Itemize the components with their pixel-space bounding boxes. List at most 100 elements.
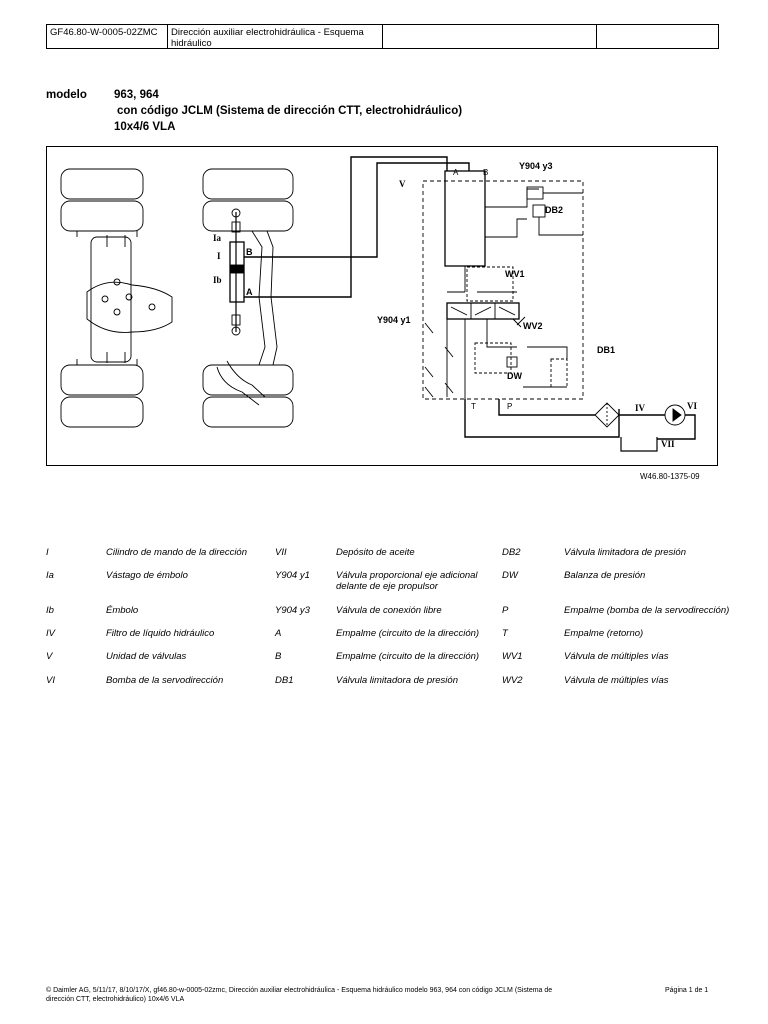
legend-value: Válvula proporcional eje adicional delan… (336, 570, 478, 592)
axle-beam (251, 230, 266, 366)
legend-value: Émbolo (106, 605, 139, 616)
label-T: T (471, 402, 476, 411)
model-line-1: 963, 964 (114, 89, 159, 101)
differential-housing (86, 281, 173, 333)
label-DB1: DB1 (597, 345, 615, 355)
legend-key: Ia (46, 570, 54, 581)
wv1-box (466, 266, 514, 302)
line-B (244, 162, 470, 258)
legend-value: Válvula de conexión libre (336, 605, 442, 616)
legend-key: WV2 (502, 675, 523, 686)
label-A-left: A (246, 287, 253, 297)
line-T (464, 399, 620, 438)
label-I: I (217, 251, 221, 261)
legend-value: Empalme (retorno) (564, 628, 644, 639)
legend-value: Válvula de múltiples vías (564, 651, 669, 662)
legend-value: Vástago de émbolo (106, 570, 188, 581)
tyre-right-1 (202, 168, 294, 200)
label-VI: VI (687, 401, 697, 411)
legend-key: A (275, 628, 282, 639)
legend-value: Válvula limitadora de presión (336, 675, 458, 686)
hydraulic-schematic: Ia I Ib B A V A B Y904 y3 DB2 WV1 Y904 y… (60, 156, 697, 452)
piston (229, 264, 245, 274)
legend-row: Ib Émbolo Y904 y3 Válvula de conexión li… (46, 605, 729, 629)
legend-value: Empalme (circuito de la dirección) (336, 651, 480, 662)
figure-id: W46.80-1375-09 (640, 472, 700, 481)
label-V: V (399, 179, 406, 189)
header-cell-4 (597, 25, 718, 48)
legend-value: Empalme (bomba de la servodirección) (564, 605, 730, 616)
legend-key: Y904 y3 (275, 605, 310, 616)
label-B-top: B (483, 168, 488, 177)
legend-value: Balanza de presión (564, 570, 646, 581)
valve-block (444, 170, 486, 267)
tyre-left-2 (60, 200, 144, 232)
label-P: P (507, 402, 512, 411)
legend-key: VII (275, 547, 287, 558)
dw-box (474, 342, 512, 374)
valve-y904y1 (446, 302, 520, 320)
legend-key: DW (502, 570, 518, 581)
line-A (244, 156, 448, 298)
legend-key: V (46, 651, 53, 662)
rod-eye-top (231, 208, 241, 218)
legend-row: VI Bomba de la servodirección DB1 Válvul… (46, 675, 726, 699)
label-WV1: WV1 (505, 269, 525, 279)
label-DB2: DB2 (545, 205, 563, 215)
label-DW: DW (507, 371, 522, 381)
label-Ia: Ia (213, 233, 222, 243)
doc-code: GF46.80-W-0005-02ZMC (47, 25, 168, 48)
label-Ib: Ib (213, 275, 222, 285)
legend-row: I Cilindro de mando de la dirección VII … (46, 547, 726, 571)
legend-key: WV1 (502, 651, 523, 662)
model-line-3: 10x4/6 VLA (114, 121, 176, 133)
legend-value: Válvula limitadora de presión (564, 547, 686, 558)
legend-key: DB2 (502, 547, 521, 558)
legend-value: Depósito de aceite (336, 547, 415, 558)
hydraulic-diagram: Ia I Ib B A V A B Y904 y3 DB2 WV1 Y904 y… (46, 146, 718, 466)
legend-key: DB1 (275, 675, 294, 686)
legend-key: P (502, 605, 509, 616)
legend-row: V Unidad de válvulas B Empalme (circuito… (46, 651, 726, 675)
doc-title: Dirección auxiliar electrohidráulica - E… (168, 25, 383, 48)
tyre-left-4 (60, 396, 144, 428)
model-label: modelo (46, 89, 87, 101)
legend-key: I (46, 547, 49, 558)
frame-rail-left (90, 236, 132, 363)
label-Y904y3: Y904 y3 (519, 161, 553, 171)
legend-value: Filtro de líquido hidráulico (106, 628, 215, 639)
legend-key: IV (46, 628, 55, 639)
model-line-2: con código JCLM (Sistema de dirección CT… (117, 105, 463, 117)
line-P (498, 399, 595, 416)
document-header: GF46.80-W-0005-02ZMC Dirección auxiliar … (46, 24, 719, 49)
tyre-left-1 (60, 168, 144, 200)
label-VII: VII (661, 439, 675, 449)
label-WV2: WV2 (523, 321, 543, 331)
tyre-right-3 (202, 364, 294, 396)
legend-value: Bomba de la servodirección (106, 675, 224, 686)
rod-eye-bottom (231, 326, 241, 336)
label-IV: IV (635, 403, 646, 413)
header-cell-3 (383, 25, 597, 48)
valve-unit-border (422, 180, 584, 400)
label-Y904y1: Y904 y1 (377, 315, 411, 325)
legend-key: Ib (46, 605, 54, 616)
label-B-left: B (246, 247, 253, 257)
footer-copyright: © Daimler AG, 5/11/17, 8/10/17/X, gf46.8… (46, 987, 553, 1003)
label-A-top: A (453, 168, 459, 177)
legend-value: Empalme (circuito de la dirección) (336, 628, 480, 639)
tyre-right-2 (202, 200, 294, 232)
legend-key: Y904 y1 (275, 570, 310, 581)
legend-value: Unidad de válvulas (106, 651, 187, 662)
legend-value: Válvula de múltiples vías (564, 675, 669, 686)
tank-vii (620, 437, 658, 452)
legend-value: Cilindro de mando de la dirección (106, 547, 247, 558)
legend-row: IV Filtro de líquido hidráulico A Empalm… (46, 628, 726, 652)
legend-row: Ia Vástago de émbolo Y904 y1 Válvula pro… (46, 570, 726, 594)
legend-key: VI (46, 675, 55, 686)
legend-key: T (502, 628, 508, 639)
tyre-left-3 (60, 364, 144, 396)
tyre-right-4 (202, 396, 294, 428)
page-number: Página 1 de 1 (665, 987, 709, 994)
db1-box (550, 358, 568, 388)
